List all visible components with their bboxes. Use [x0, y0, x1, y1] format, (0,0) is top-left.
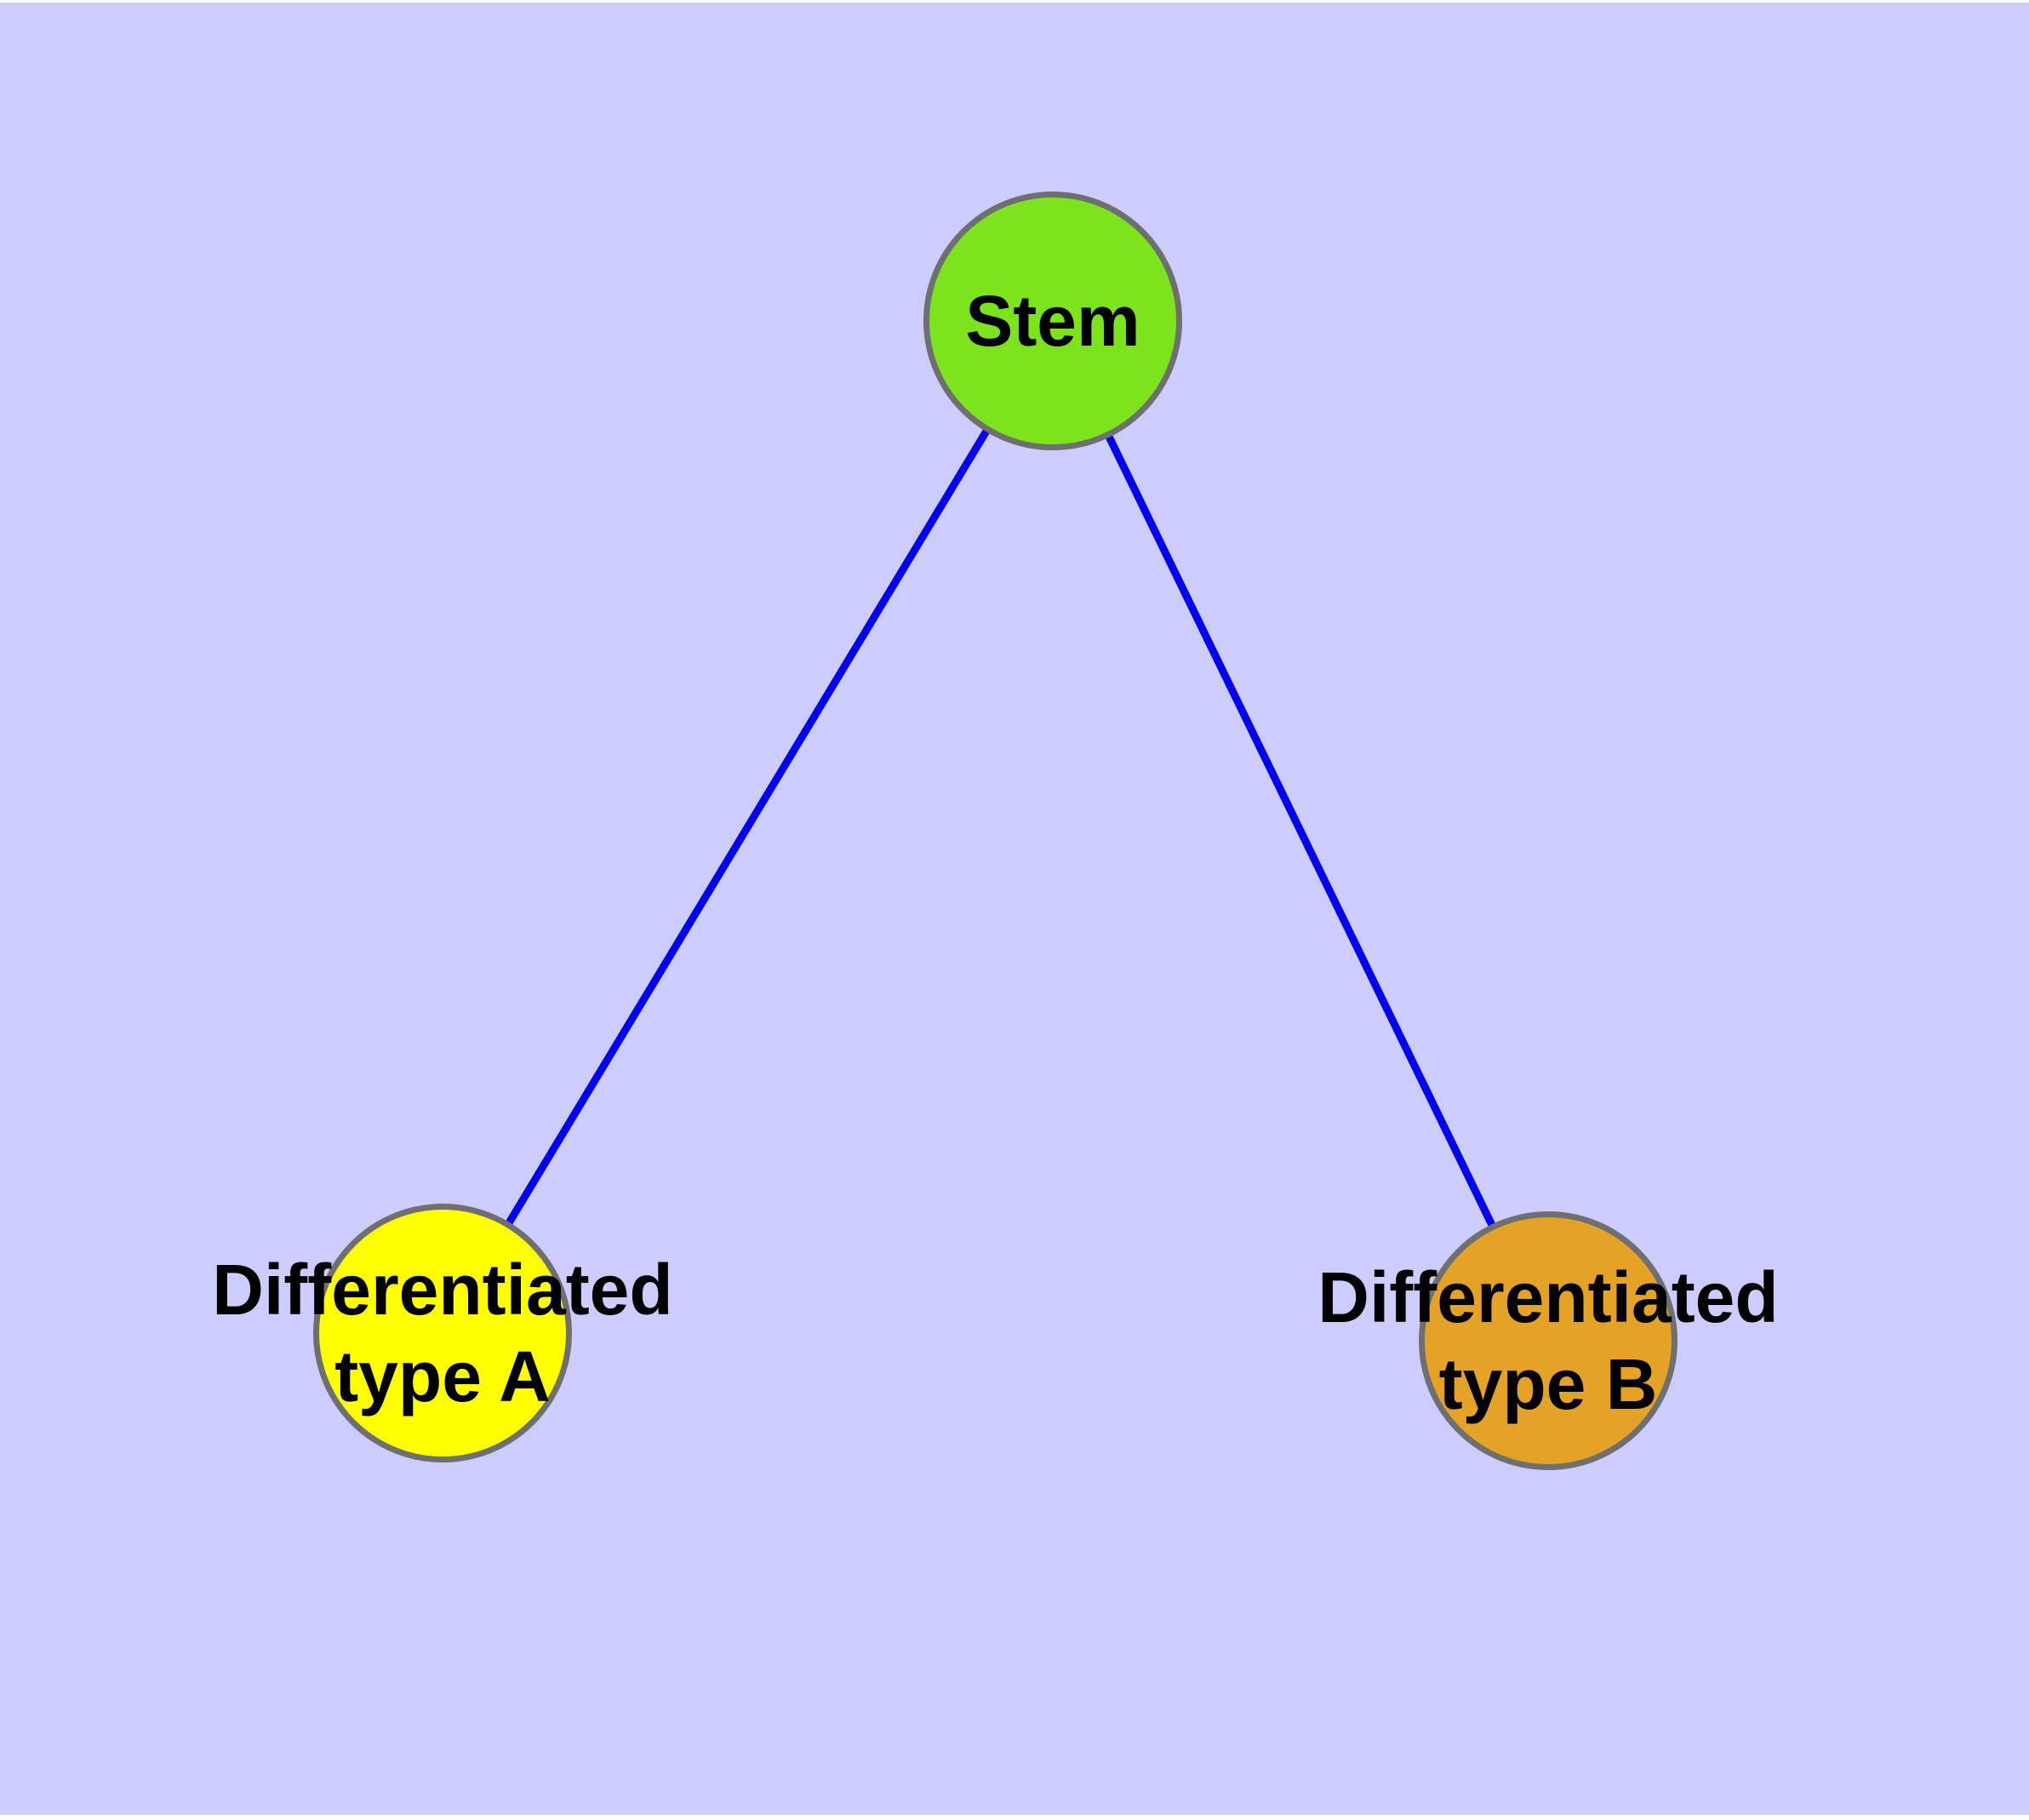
node-differentiated-type-a-label-line-2: type A — [334, 1336, 551, 1417]
node-stem-label: Stem — [965, 281, 1140, 361]
node-differentiated-type-a: Differentiated type A — [212, 1204, 673, 1462]
edge-stem-to-type-b — [1049, 319, 1552, 1342]
node-differentiated-type-b: Differentiated type B — [1317, 1211, 1779, 1470]
node-differentiated-type-a-label-line-1: Differentiated — [212, 1250, 673, 1330]
node-differentiated-type-b-label-line-1: Differentiated — [1317, 1257, 1779, 1337]
edge-stem-to-type-a — [439, 318, 1056, 1336]
edges-layer — [439, 318, 1552, 1342]
node-differentiated-type-b-label-line-2: type B — [1438, 1344, 1658, 1424]
node-stem: Stem — [923, 192, 1182, 450]
